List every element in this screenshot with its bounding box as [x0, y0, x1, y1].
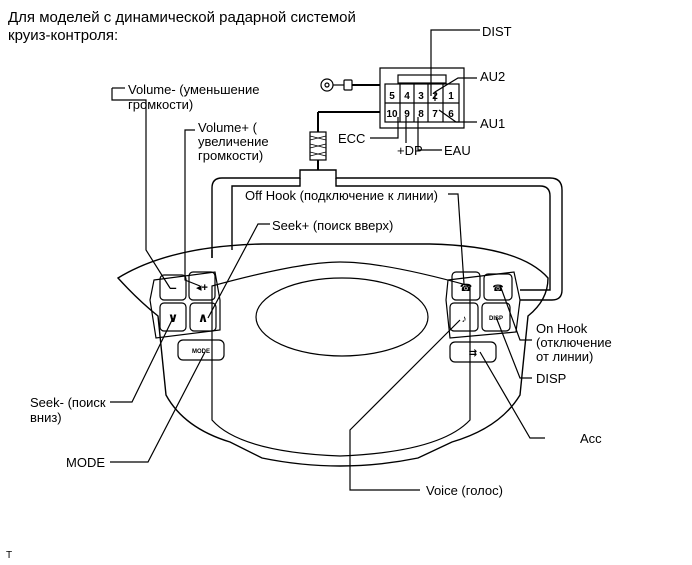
ground-terminal-hole: [324, 82, 330, 88]
volume-plus-button: [188, 271, 216, 301]
label-dp: +DP: [397, 143, 423, 158]
voice-icon: ♪: [462, 314, 467, 325]
disp-button: [481, 302, 511, 332]
pin-7: 7: [432, 109, 438, 120]
label-seek-plus: Seek+ (поиск вверх): [272, 218, 394, 233]
steering-pad-inner: [211, 261, 471, 457]
pin-8: 8: [418, 109, 424, 120]
label-seek-minus-1: Seek- (поиск: [30, 395, 106, 410]
voice-button: [449, 302, 479, 332]
label-on-hook-2: (отключение: [536, 335, 612, 350]
volume-plus-icon: ◂+: [196, 282, 208, 294]
pin-10: 10: [386, 109, 398, 120]
seek-up-button: [189, 302, 217, 332]
ground-terminal-ring: [320, 78, 334, 92]
pin-3: 3: [418, 91, 424, 102]
label-voice: Voice (голос): [426, 483, 503, 498]
disp-button-label: DISP: [489, 316, 503, 322]
seek-down-button: [159, 302, 187, 332]
label-volume-plus-2: увеличение: [198, 134, 269, 149]
header-line-2: круиз-контроля:: [8, 27, 119, 44]
label-dist: DIST: [482, 24, 512, 39]
label-volume-minus-1: Volume- (уменьшение: [128, 82, 260, 97]
footer-mark: T: [6, 550, 13, 561]
pin-1: 1: [448, 91, 454, 102]
label-on-hook-1: On Hook: [536, 321, 588, 336]
off-hook-button: [451, 271, 481, 301]
label-ecc: ECC: [338, 131, 366, 146]
minus-icon: –: [169, 280, 176, 295]
label-acc: Acc: [580, 431, 602, 446]
label-au1: AU1: [480, 116, 506, 131]
chevron-down-icon: ∨: [168, 310, 179, 325]
header-line-1: Для моделей с динамической радарной сист…: [8, 9, 356, 26]
phone-off-hook-icon: ☎: [460, 283, 472, 294]
harness-braid: [309, 131, 327, 161]
label-volume-minus-2: громкости): [128, 97, 194, 112]
volume-minus-button: [159, 274, 187, 301]
pin-2: 2: [432, 91, 438, 102]
on-hook-button: [483, 273, 513, 301]
mode-button-label: MODE: [192, 349, 210, 355]
acc-button: [449, 341, 497, 363]
label-eau: EAU: [444, 143, 471, 158]
pin-5: 5: [389, 91, 395, 102]
connector-housing: [379, 67, 465, 129]
label-off-hook: Off Hook (подключение к линии): [245, 188, 438, 203]
center-emblem: [255, 277, 429, 357]
pin-6: 6: [448, 109, 454, 120]
label-disp: DISP: [536, 371, 567, 386]
steering-pad-outline: [116, 243, 549, 467]
label-volume-plus-3: громкости): [198, 148, 264, 163]
pin-9: 9: [404, 109, 410, 120]
label-on-hook-3: от линии): [536, 349, 594, 364]
phone-on-hook-icon: ☎: [492, 283, 503, 293]
pin-4: 4: [404, 91, 410, 102]
chevron-up-icon: ∧: [198, 310, 209, 325]
label-au2: AU2: [480, 69, 506, 84]
label-volume-plus-1: Volume+ (: [198, 120, 257, 135]
label-mode: MODE: [66, 455, 105, 470]
label-seek-minus-2: вниз): [30, 410, 62, 425]
acc-icon: ⇉: [469, 348, 477, 359]
